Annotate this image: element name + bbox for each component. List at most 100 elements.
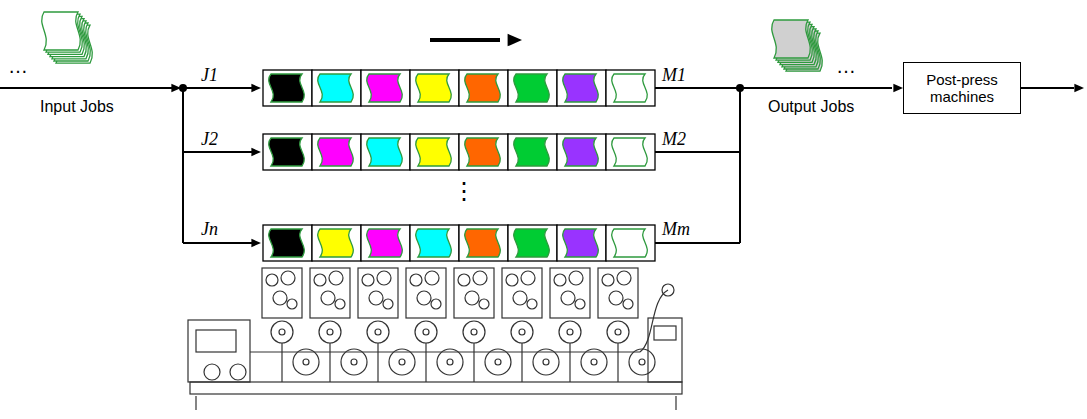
- press-frame: [425, 343, 426, 382]
- press-unit: [598, 268, 638, 318]
- wire-line: [0, 87, 172, 89]
- direction-arrow: [430, 38, 500, 42]
- press-roller: [602, 274, 614, 286]
- press-cylinder: [591, 359, 597, 365]
- wire-line: [655, 87, 740, 89]
- print-unit: [410, 70, 459, 106]
- press-leg: [195, 396, 196, 410]
- paper-sheet: [514, 74, 550, 102]
- press-delivery: [648, 318, 682, 382]
- wire-line: [183, 151, 252, 153]
- print-unit: [410, 225, 459, 261]
- press-unit: [310, 268, 350, 318]
- press-roller: [617, 271, 631, 285]
- press-roller: [431, 299, 441, 309]
- print-unit: [557, 70, 606, 106]
- press-roller: [362, 274, 374, 286]
- press-roller: [230, 364, 246, 380]
- press-feeder: [188, 320, 250, 382]
- press-roller: [465, 291, 479, 305]
- print-unit: [410, 134, 459, 170]
- print-unit: [263, 134, 312, 170]
- print-unit: [312, 134, 361, 170]
- arrow-head: [1074, 84, 1084, 92]
- arrow-head: [251, 84, 261, 92]
- press-cylinder: [399, 359, 405, 365]
- press-unit: [406, 268, 446, 318]
- press-roller: [569, 271, 583, 285]
- machine-label: M1: [662, 66, 686, 86]
- press-frame: [377, 343, 378, 382]
- press-roller: [281, 271, 295, 285]
- press-cylinder: [447, 359, 453, 365]
- paper-sheet: [465, 74, 501, 102]
- print-unit: [557, 134, 606, 170]
- press-roller: [329, 271, 343, 285]
- press-base: [190, 382, 682, 394]
- paper-sheet: [318, 74, 354, 102]
- print-unit: [263, 70, 312, 106]
- arrow-head: [251, 148, 261, 156]
- press-cylinder: [341, 349, 367, 375]
- paper-sheet: [367, 229, 403, 257]
- press-feeder: [196, 330, 236, 352]
- press-cylinder: [367, 321, 389, 343]
- press-roller: [662, 284, 674, 296]
- paper-sheet: [772, 20, 811, 58]
- press-frame: [473, 343, 474, 382]
- press-cylinder: [567, 329, 573, 335]
- press-cylinder: [279, 329, 285, 335]
- paper-sheet: [416, 229, 452, 257]
- paper-sheet: [269, 229, 305, 257]
- job-label: J2: [201, 130, 218, 150]
- press-illustration: [188, 268, 682, 410]
- press-unit: [358, 268, 398, 318]
- arrow-head: [251, 239, 261, 247]
- print-unit: [312, 70, 361, 106]
- paper-sheet: [269, 74, 305, 102]
- press-roller: [521, 271, 535, 285]
- press-roller: [561, 291, 575, 305]
- press-cylinder: [471, 329, 477, 335]
- paper-sheet: [416, 74, 452, 102]
- press-roller: [473, 271, 487, 285]
- paper-sheet: [416, 138, 452, 166]
- print-unit: [508, 134, 557, 170]
- press-roller: [287, 299, 297, 309]
- press-roller: [377, 271, 391, 285]
- press-cylinder: [463, 321, 485, 343]
- press-cylinder: [495, 359, 501, 365]
- paper-sheet: [563, 229, 599, 257]
- paper-sheet: [42, 12, 81, 50]
- ellipsis: ⋮: [452, 178, 476, 204]
- press-unit: [550, 268, 590, 318]
- paper-sheet: [563, 74, 599, 102]
- press-roller: [417, 291, 431, 305]
- press-roller: [575, 299, 585, 309]
- press-roller: [383, 299, 393, 309]
- print-unit: [606, 70, 655, 106]
- press-frame: [569, 343, 570, 382]
- paper-sheet: [563, 138, 599, 166]
- paper-sheet: [514, 229, 550, 257]
- press-roller: [314, 274, 326, 286]
- arrow-head: [893, 84, 903, 92]
- press-cylinder: [389, 349, 415, 375]
- press-cylinder: [559, 321, 581, 343]
- press-web: [640, 290, 668, 352]
- wire-line: [183, 242, 252, 244]
- print-unit: [312, 225, 361, 261]
- wire-line: [1021, 87, 1074, 89]
- press-roller: [458, 274, 470, 286]
- press-cylinder: [511, 321, 533, 343]
- wire-line: [740, 87, 892, 89]
- paper-sheet: [269, 138, 305, 166]
- press-cylinder: [533, 349, 559, 375]
- press-roller: [479, 299, 489, 309]
- ellipsis: …: [836, 55, 856, 77]
- press-cylinder: [293, 349, 319, 375]
- press-leg: [675, 396, 676, 410]
- press-roller: [506, 274, 518, 286]
- paper-sheet: [612, 74, 648, 102]
- press-roller: [369, 291, 383, 305]
